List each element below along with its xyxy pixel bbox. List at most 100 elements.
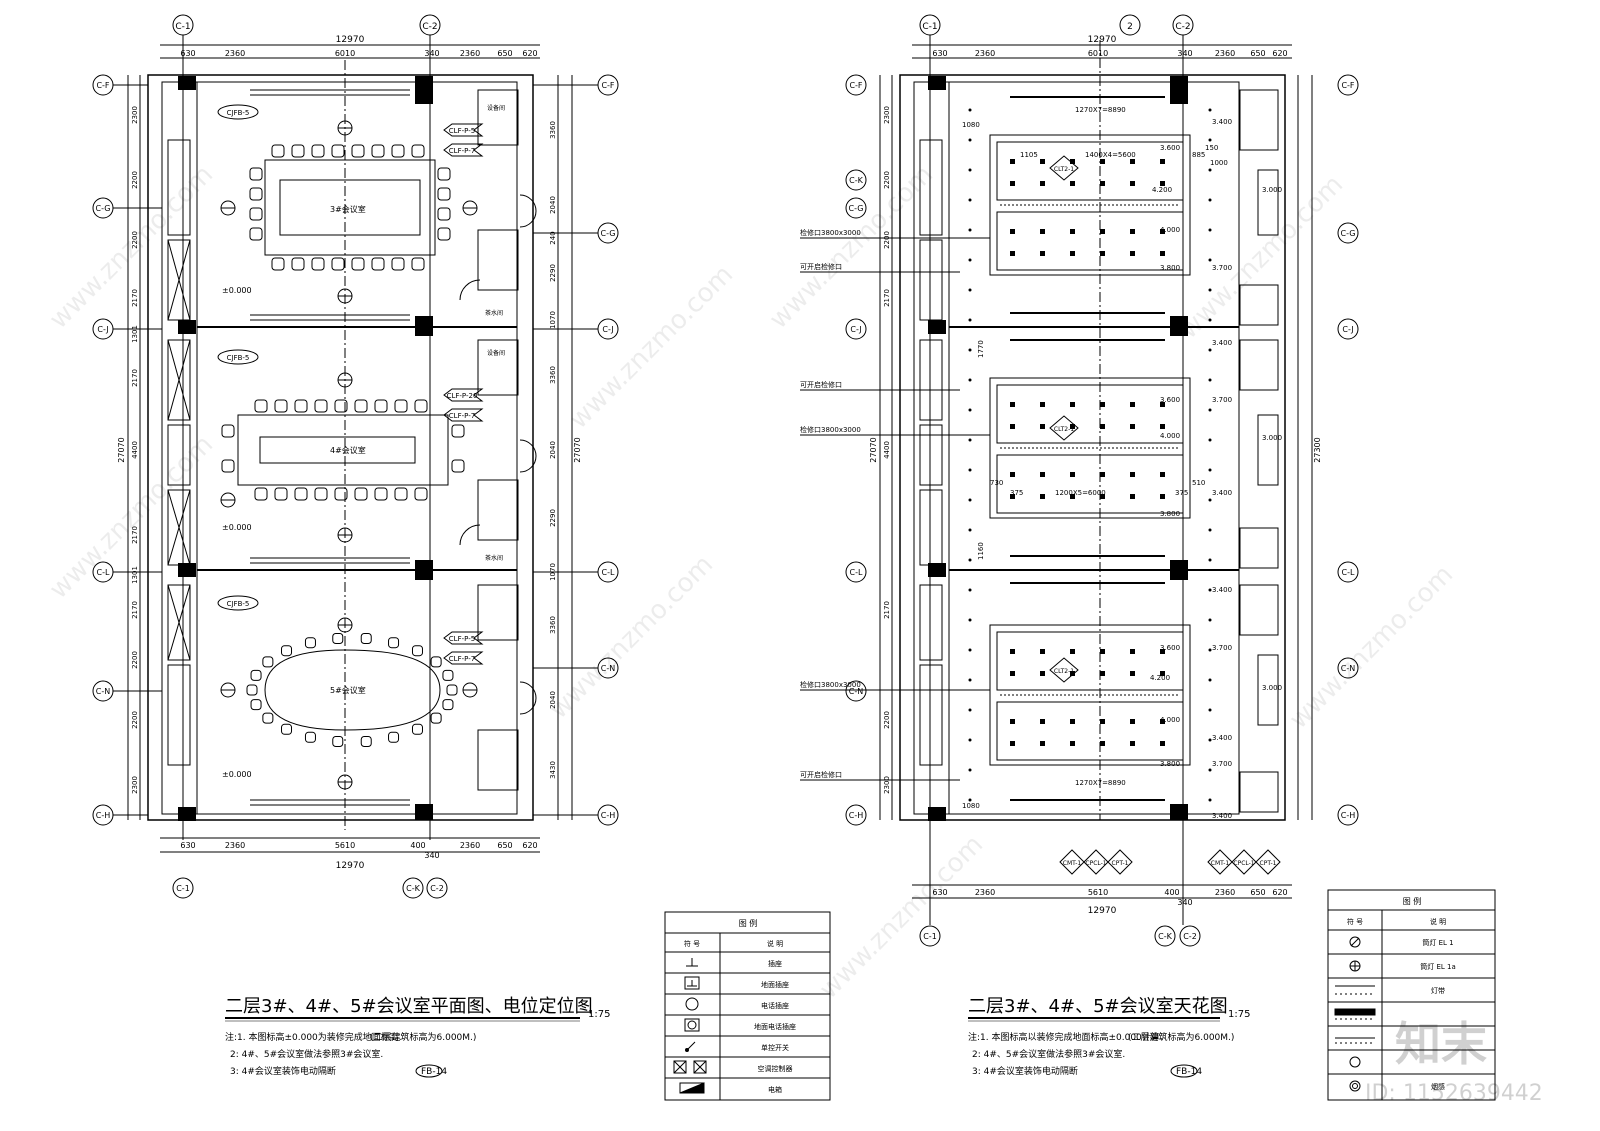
svg-text:1080: 1080 [962, 802, 980, 810]
room-5-label: 5#会议室 [330, 685, 366, 695]
downlight [1010, 424, 1015, 429]
svg-text:2360: 2360 [1215, 888, 1235, 897]
chair [249, 187, 263, 201]
ceil-axis-bubble-c1-top: C-1 [919, 14, 941, 36]
chair [274, 399, 288, 413]
svg-text:CLF-P-20: CLF-P-20 [447, 392, 478, 400]
chair [394, 399, 408, 413]
downlight [1100, 719, 1105, 724]
ceiling-scale: 1:75 [1228, 1009, 1250, 1020]
svg-text:C-J: C-J [1342, 325, 1353, 334]
svg-text:2: 4#、5#会议室做法参照3#会议室.: 2: 4#、5#会议室做法参照3#会议室. [972, 1048, 1125, 1060]
downlight [1100, 251, 1105, 256]
svg-text:2200: 2200 [883, 711, 891, 729]
svg-text:6010: 6010 [1088, 49, 1108, 58]
downlight [1160, 494, 1165, 499]
chair [411, 723, 423, 735]
svg-text:2200: 2200 [131, 171, 139, 189]
downlight [1010, 494, 1015, 499]
downlight [1130, 741, 1135, 746]
svg-text:C-2: C-2 [1183, 932, 1197, 941]
chair [360, 735, 372, 747]
svg-text:C-K: C-K [406, 884, 420, 893]
svg-text:630: 630 [932, 49, 947, 58]
chair [221, 459, 235, 473]
svg-text:CLF-P-5: CLF-P-5 [449, 127, 475, 135]
svg-text:C-F: C-F [849, 81, 862, 90]
chair [388, 637, 400, 649]
floor-plan: C-1 C-2 12970 630 2360 6010 340 2360 650… [92, 14, 619, 899]
service-room-1: 设备间 [487, 104, 505, 112]
downlight [1070, 472, 1075, 477]
chair [250, 669, 262, 681]
chair [294, 487, 308, 501]
downlight [1130, 424, 1135, 429]
svg-text:CLF-P-7: CLF-P-7 [449, 412, 475, 420]
svg-text:150: 150 [1205, 144, 1218, 152]
svg-text:C-N: C-N [849, 687, 863, 696]
ceil-top-dimensions: 12970 630 2360 6010 340 2360 650 620 [912, 35, 1292, 59]
downlight [1100, 402, 1105, 407]
legend-row-desc: 插座 [768, 959, 782, 968]
svg-text:885: 885 [1192, 151, 1205, 159]
downlight [1010, 181, 1015, 186]
svg-text:C-1: C-1 [175, 22, 190, 32]
chair [334, 399, 348, 413]
svg-text:375: 375 [1175, 489, 1188, 497]
svg-text:3360: 3360 [549, 366, 557, 384]
chair [442, 669, 454, 681]
chair [414, 399, 428, 413]
svg-text:CLF-P-7: CLF-P-7 [449, 655, 475, 663]
downlight [1040, 229, 1045, 234]
svg-text:说 明: 说 明 [1430, 917, 1446, 926]
chair [451, 459, 465, 473]
svg-text:CLT2-1: CLT2-1 [1054, 426, 1074, 433]
downlight [1130, 719, 1135, 724]
svg-text:(二层建筑标高为6.000M.): (二层建筑标高为6.000M.) [1128, 1031, 1234, 1043]
svg-text:3.000: 3.000 [1262, 434, 1282, 442]
svg-text:C-F: C-F [601, 81, 614, 90]
svg-text:2040: 2040 [549, 196, 557, 214]
room-3-chairs [249, 144, 451, 271]
svg-text:CLF-P-5: CLF-P-5 [449, 635, 475, 643]
chair [311, 257, 325, 271]
svg-text:650: 650 [497, 49, 512, 58]
chair [354, 399, 368, 413]
svg-text:2200: 2200 [883, 171, 891, 189]
svg-text:2360: 2360 [1215, 49, 1235, 58]
svg-text:注:1. 本图标高±0.000为装修完成地面标高.: 注:1. 本图标高±0.000为装修完成地面标高. [225, 1031, 402, 1043]
svg-text:4400: 4400 [131, 441, 139, 459]
legend-row-desc: 单控开关 [761, 1043, 789, 1052]
svg-text:650: 650 [1250, 888, 1265, 897]
chair [291, 144, 305, 158]
svg-text:1105: 1105 [1020, 151, 1038, 159]
ceiling-light-tracks [1000, 96, 1180, 801]
downlight [1130, 494, 1135, 499]
svg-text:620: 620 [522, 841, 537, 850]
downlight [1070, 424, 1075, 429]
svg-text:www.znzmo.com: www.znzmo.com [544, 550, 719, 725]
svg-text:5610: 5610 [1088, 888, 1108, 897]
svg-text:4.000: 4.000 [1160, 226, 1180, 234]
chair [437, 187, 451, 201]
chair [314, 487, 328, 501]
svg-text:2170: 2170 [883, 601, 891, 619]
chair [391, 144, 405, 158]
downlight [1160, 181, 1165, 186]
svg-text:2170: 2170 [131, 601, 139, 619]
downlight [1070, 741, 1075, 746]
downlight [1040, 181, 1045, 186]
svg-text:C-F: C-F [1341, 81, 1354, 90]
svg-text:2040: 2040 [549, 691, 557, 709]
room-5-chairs [246, 633, 458, 747]
chair [446, 684, 458, 696]
chair [391, 257, 405, 271]
svg-text:C-1: C-1 [176, 884, 190, 893]
svg-text:3.800: 3.800 [1160, 760, 1180, 768]
downlight [1040, 402, 1045, 407]
svg-text:3.800: 3.800 [1160, 510, 1180, 518]
downlight [1010, 251, 1015, 256]
svg-text:4.200: 4.200 [1150, 674, 1170, 682]
downlight [1100, 181, 1105, 186]
svg-text:C-G: C-G [849, 204, 864, 213]
